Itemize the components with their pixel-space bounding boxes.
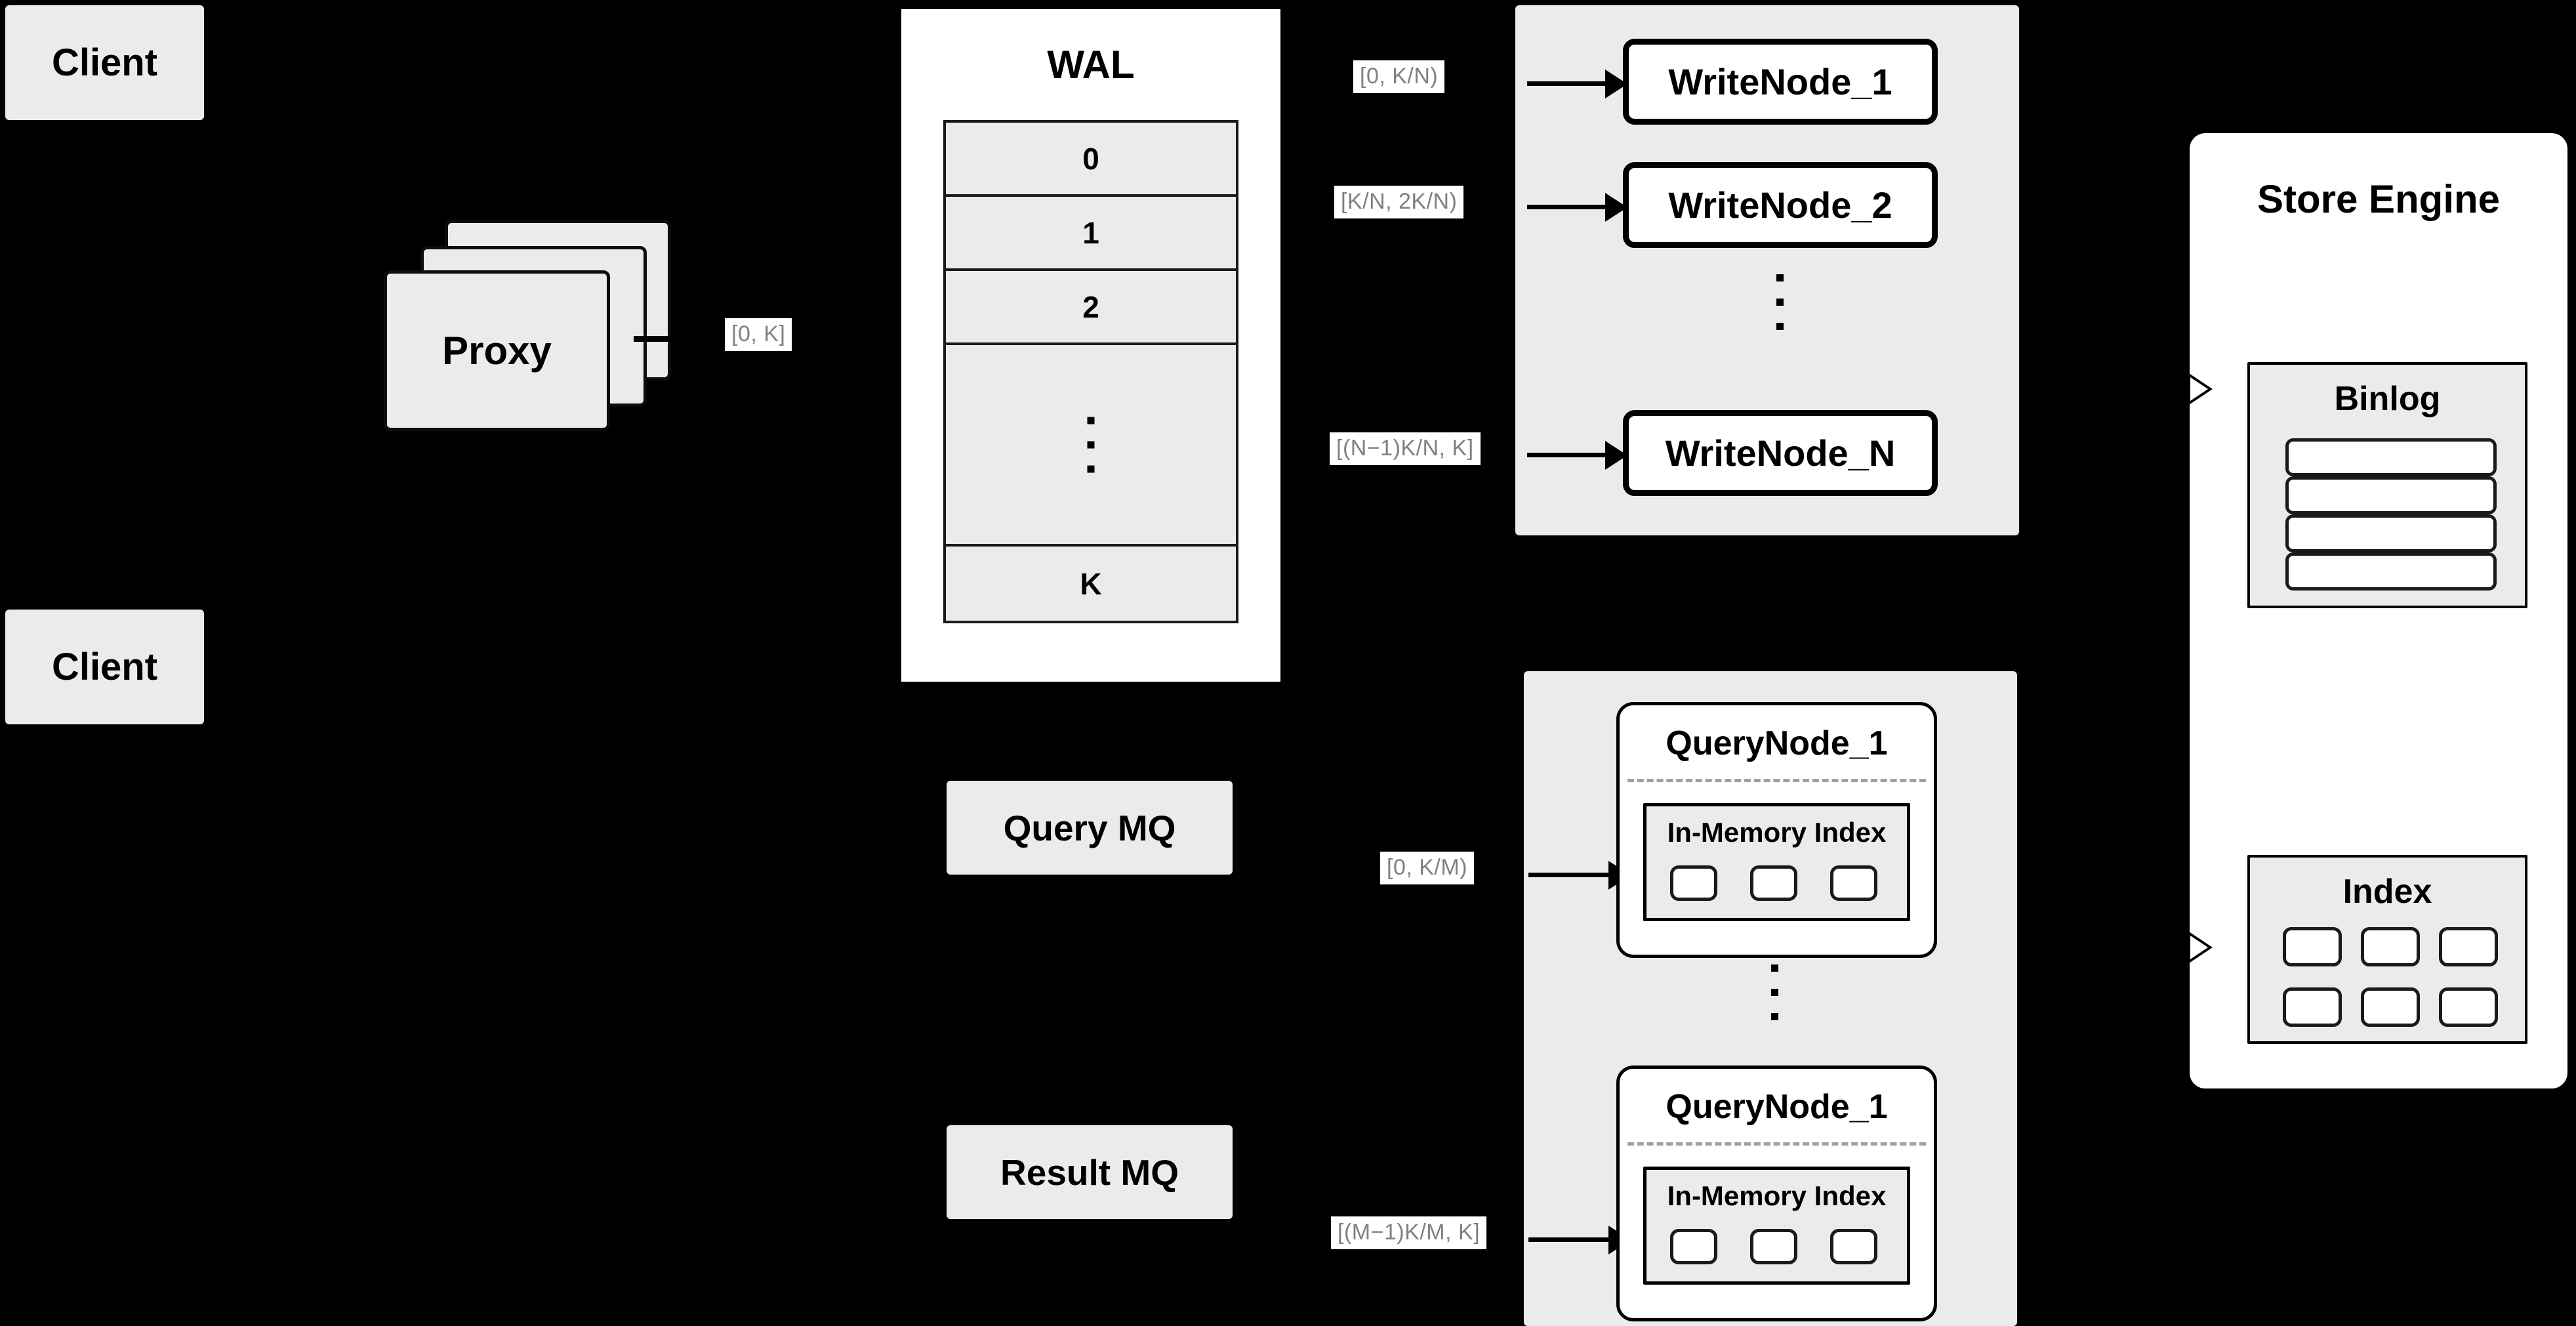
store-engine-panel: Store Engine Binlog Index xyxy=(2186,129,2571,1092)
query-node-1-label: QueryNode_1 xyxy=(1666,724,1888,762)
client-box-1[interactable]: Client xyxy=(5,5,204,120)
index-chip xyxy=(1830,865,1877,901)
wal-row-0: 0 xyxy=(946,123,1236,197)
arrow-line-to-index xyxy=(2163,945,2189,949)
binlog-bar xyxy=(2285,552,2497,590)
query-node-1[interactable]: QueryNode_1 In-Memory Index xyxy=(1616,702,1937,958)
binlog-bar xyxy=(2285,514,2497,552)
wal-ellipsis-icon xyxy=(1087,417,1095,472)
client-box-2-label: Client xyxy=(51,646,158,688)
query-node-1-inmemory-index: In-Memory Index xyxy=(1643,803,1910,921)
edge-label-query-node-1: [0, K/M) xyxy=(1380,852,1475,884)
result-mq-label: Result MQ xyxy=(1000,1151,1179,1193)
arrow-line-write-node-1 xyxy=(1527,81,1609,86)
wal-title: WAL xyxy=(1047,43,1135,87)
index-chip xyxy=(1670,1229,1717,1264)
binlog-bar xyxy=(2285,438,2497,476)
index-chip xyxy=(1750,865,1797,901)
arrow-line-to-binlog xyxy=(2163,386,2189,391)
write-node-1-label: WriteNode_1 xyxy=(1668,61,1892,102)
proxy-connector-stub xyxy=(634,336,672,342)
query-cluster-ellipsis-icon xyxy=(1771,964,1778,1020)
index-panel: Index xyxy=(2247,855,2527,1044)
arrow-line-write-node-2 xyxy=(1527,205,1609,209)
proxy-label: Proxy xyxy=(442,329,552,373)
wal-row-ellipsis xyxy=(946,345,1236,547)
store-index-chip xyxy=(2439,927,2498,966)
edge-label-write-node-2: [K/N, 2K/N) xyxy=(1334,186,1464,218)
store-index-chip xyxy=(2283,927,2342,966)
store-engine-title: Store Engine xyxy=(2257,177,2501,221)
arrow-head-to-index xyxy=(2189,932,2213,963)
query-node-2-label: QueryNode_1 xyxy=(1666,1088,1888,1126)
write-node-1[interactable]: WriteNode_1 xyxy=(1623,39,1938,125)
result-mq-box[interactable]: Result MQ xyxy=(947,1125,1233,1219)
index-title: Index xyxy=(2342,873,2432,911)
binlog-bar xyxy=(2285,476,2497,514)
arrow-line-write-node-n xyxy=(1527,453,1609,457)
binlog-title: Binlog xyxy=(2334,380,2441,418)
wal-row-k: K xyxy=(1080,566,1102,601)
query-node-1-index-title: In-Memory Index xyxy=(1667,817,1887,848)
client-box-1-label: Client xyxy=(51,41,158,84)
store-index-chip xyxy=(2361,987,2420,1027)
query-node-2-inmemory-index: In-Memory Index xyxy=(1643,1167,1910,1285)
index-chip xyxy=(1670,865,1717,901)
write-node-2-label: WriteNode_2 xyxy=(1668,184,1892,226)
store-index-chip xyxy=(2361,927,2420,966)
write-node-n-label: WriteNode_N xyxy=(1665,432,1896,474)
proxy-box[interactable]: Proxy xyxy=(384,270,610,431)
query-node-2[interactable]: QueryNode_1 In-Memory Index xyxy=(1616,1066,1937,1321)
query-node-2-index-title: In-Memory Index xyxy=(1667,1180,1887,1211)
arrow-head-to-binlog xyxy=(2189,373,2213,405)
write-cluster-ellipsis-icon xyxy=(1776,274,1784,330)
index-chip xyxy=(1830,1229,1877,1264)
wal-row-1: 1 xyxy=(946,197,1236,271)
client-box-2[interactable]: Client xyxy=(5,610,204,724)
arrow-line-query-node-1 xyxy=(1528,873,1614,877)
index-chip xyxy=(1750,1229,1797,1264)
edge-label-write-node-n: [(N−1)K/N, K] xyxy=(1330,432,1481,465)
query-mq-box[interactable]: Query MQ xyxy=(947,781,1233,875)
arrow-line-query-node-m xyxy=(1528,1237,1614,1242)
store-index-chip xyxy=(2283,987,2342,1027)
query-node-1-separator xyxy=(1627,779,1926,782)
edge-label-proxy-to-wal: [0, K] xyxy=(725,318,792,351)
wal-row-2: 2 xyxy=(946,271,1236,345)
query-node-2-separator xyxy=(1627,1142,1926,1146)
binlog-panel: Binlog xyxy=(2247,362,2527,608)
edge-label-write-node-1: [0, K/N) xyxy=(1353,60,1445,93)
write-node-n[interactable]: WriteNode_N xyxy=(1623,410,1938,496)
wal-table: 0 1 2 K xyxy=(943,120,1238,623)
write-node-2[interactable]: WriteNode_2 xyxy=(1623,162,1938,248)
edge-label-query-node-m: [(M−1)K/M, K] xyxy=(1331,1216,1487,1249)
store-index-chip xyxy=(2439,987,2498,1027)
query-mq-label: Query MQ xyxy=(1003,807,1176,848)
